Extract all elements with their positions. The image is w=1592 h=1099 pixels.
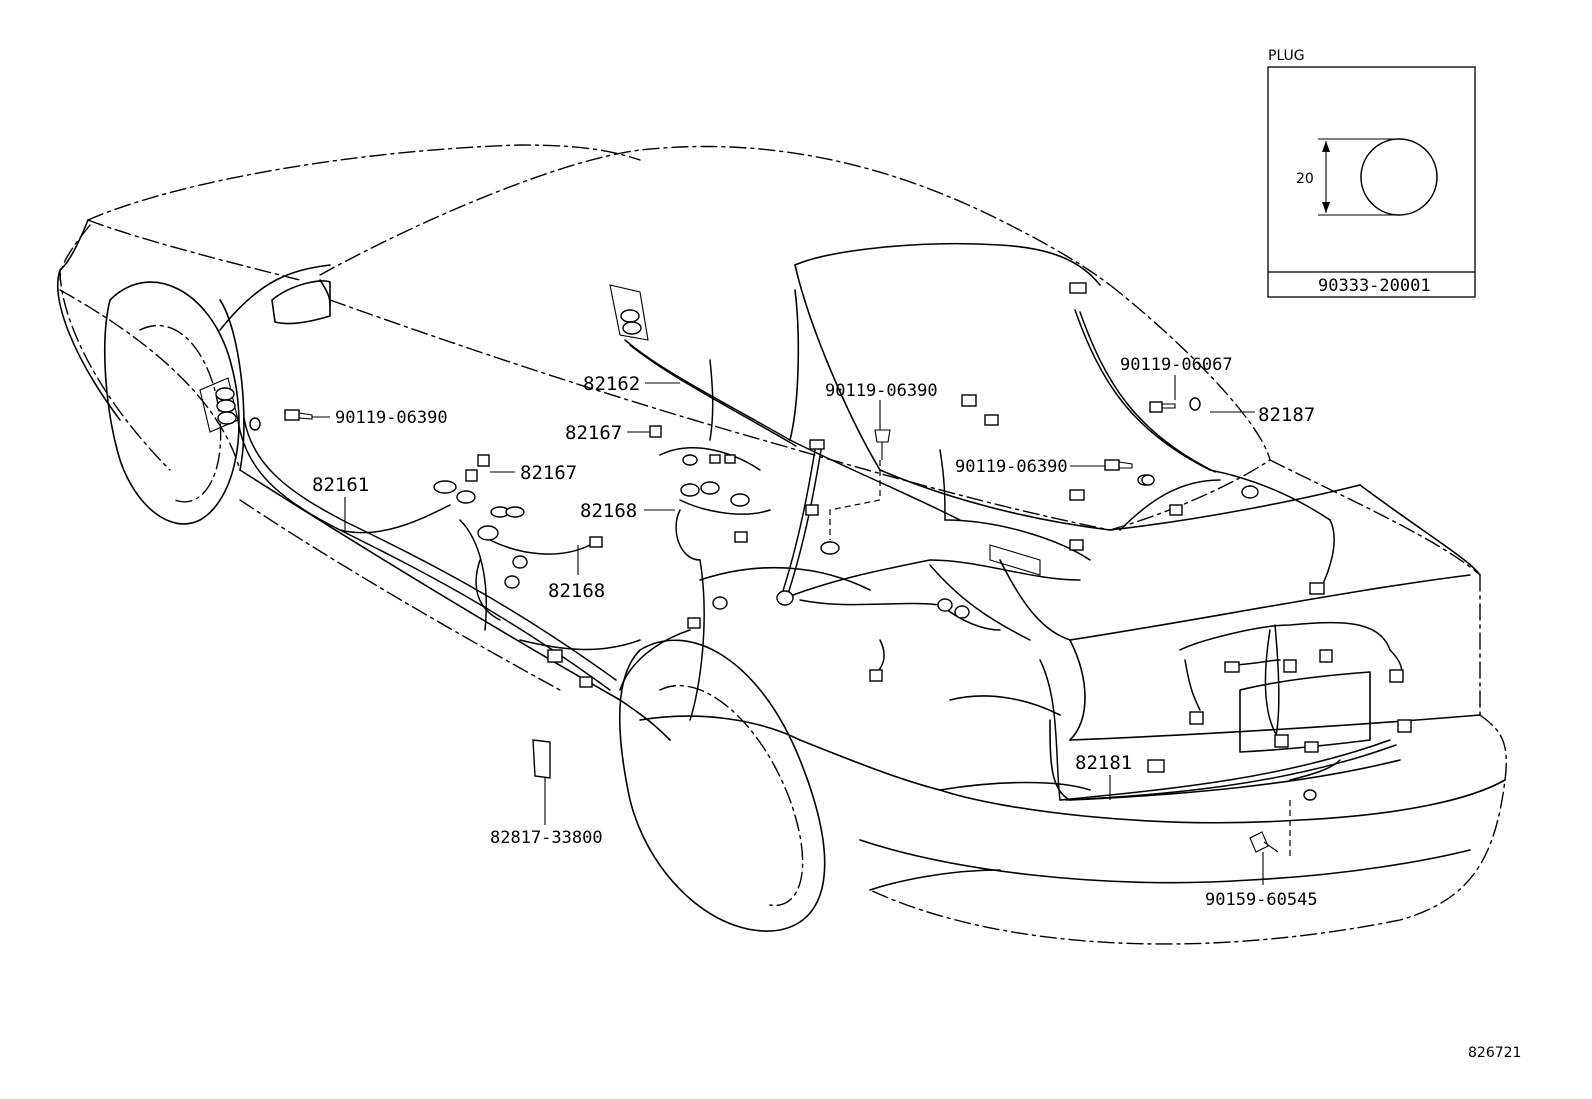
part-labels: 90119-06390 82161 82162 82167 82167 8216… [312, 355, 1318, 910]
label-82162: 82162 [583, 373, 640, 395]
label-82168-b: 82168 [548, 580, 605, 602]
bolt-90119-06390-c [1104, 459, 1133, 471]
plug-inset-title: PLUG [1268, 48, 1305, 64]
label-82187: 82187 [1258, 404, 1315, 426]
plug-icon [1360, 138, 1438, 216]
label-82161: 82161 [312, 474, 369, 496]
plug-inset: PLUG 20 90333-20001 [1267, 48, 1476, 298]
plug-dimension: 20 [1296, 171, 1314, 187]
figure-id: 826721 [1468, 1045, 1521, 1061]
bolt-90159-60545 [1249, 831, 1279, 853]
label-90119-06390-c: 90119-06390 [955, 457, 1068, 477]
bolt-90119-06390-b [874, 429, 891, 460]
bolt-90119-06390-a [284, 409, 313, 421]
connectors [199, 282, 1412, 853]
label-90159-60545: 90159-60545 [1205, 890, 1318, 910]
label-90119-06390-a: 90119-06390 [335, 408, 448, 428]
leader-lines [312, 375, 1264, 885]
label-90119-06067: 90119-06067 [1120, 355, 1233, 375]
label-82168-a: 82168 [580, 500, 637, 522]
bolt-90119-06067 [1149, 401, 1176, 413]
label-82181: 82181 [1075, 752, 1132, 774]
label-82167-a: 82167 [565, 422, 622, 444]
label-82817-33800: 82817-33800 [490, 828, 603, 848]
car-body-outline [57, 144, 1507, 945]
plug-part-number: 90333-20001 [1318, 276, 1431, 296]
label-82167-b: 82167 [520, 462, 577, 484]
wire-harnesses [237, 309, 1403, 860]
label-90119-06390-b: 90119-06390 [825, 381, 938, 401]
